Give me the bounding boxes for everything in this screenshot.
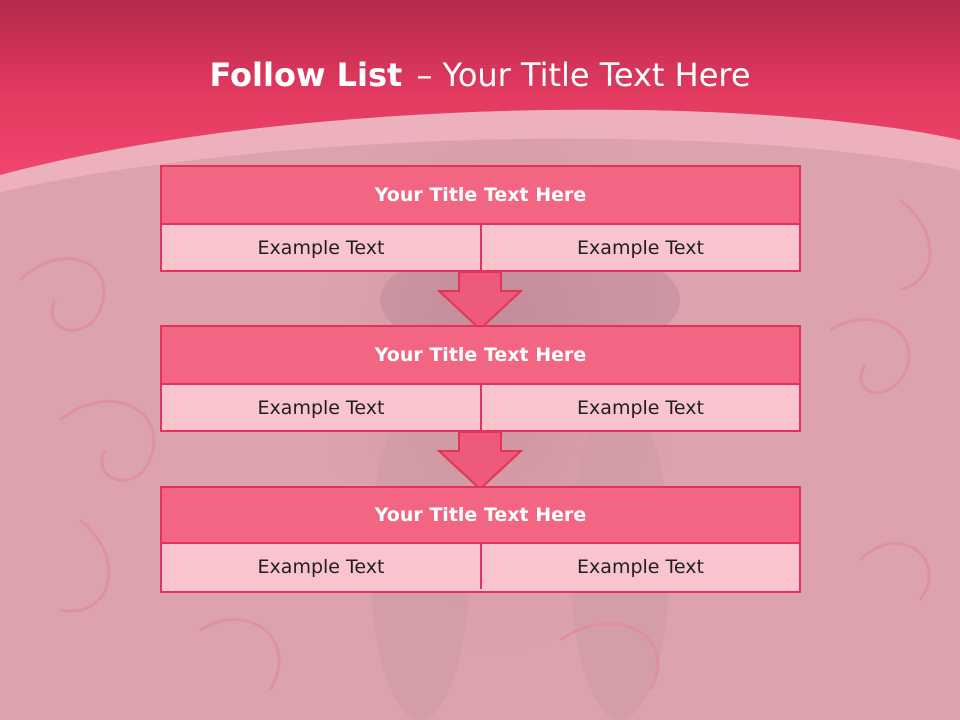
title-rest-text: – Your Title Text Here [416, 56, 751, 94]
step-2-right-text: Example Text [577, 396, 704, 419]
step-block-3: Your Title Text Here Example Text Exampl… [160, 486, 801, 593]
down-arrow-icon [437, 271, 523, 331]
step-1-right-text: Example Text [577, 236, 704, 259]
step-title-1: Your Title Text Here [162, 167, 799, 225]
step-block-2: Your Title Text Here Example Text Exampl… [160, 325, 801, 432]
step-2-left-text: Example Text [162, 385, 482, 430]
step-title-3: Your Title Text Here [162, 488, 799, 544]
step-1-left-text: Example Text [162, 225, 482, 270]
step-title-2: Your Title Text Here [162, 327, 799, 385]
step-3-right-text: Example Text [577, 555, 704, 578]
step-3-left-text: Example Text [162, 544, 482, 589]
slide-title: Follow List – Your Title Text Here [0, 52, 960, 98]
title-bold-text: Follow List [209, 56, 403, 94]
down-arrow-icon [437, 431, 523, 491]
step-block-1: Your Title Text Here Example Text Exampl… [160, 165, 801, 272]
